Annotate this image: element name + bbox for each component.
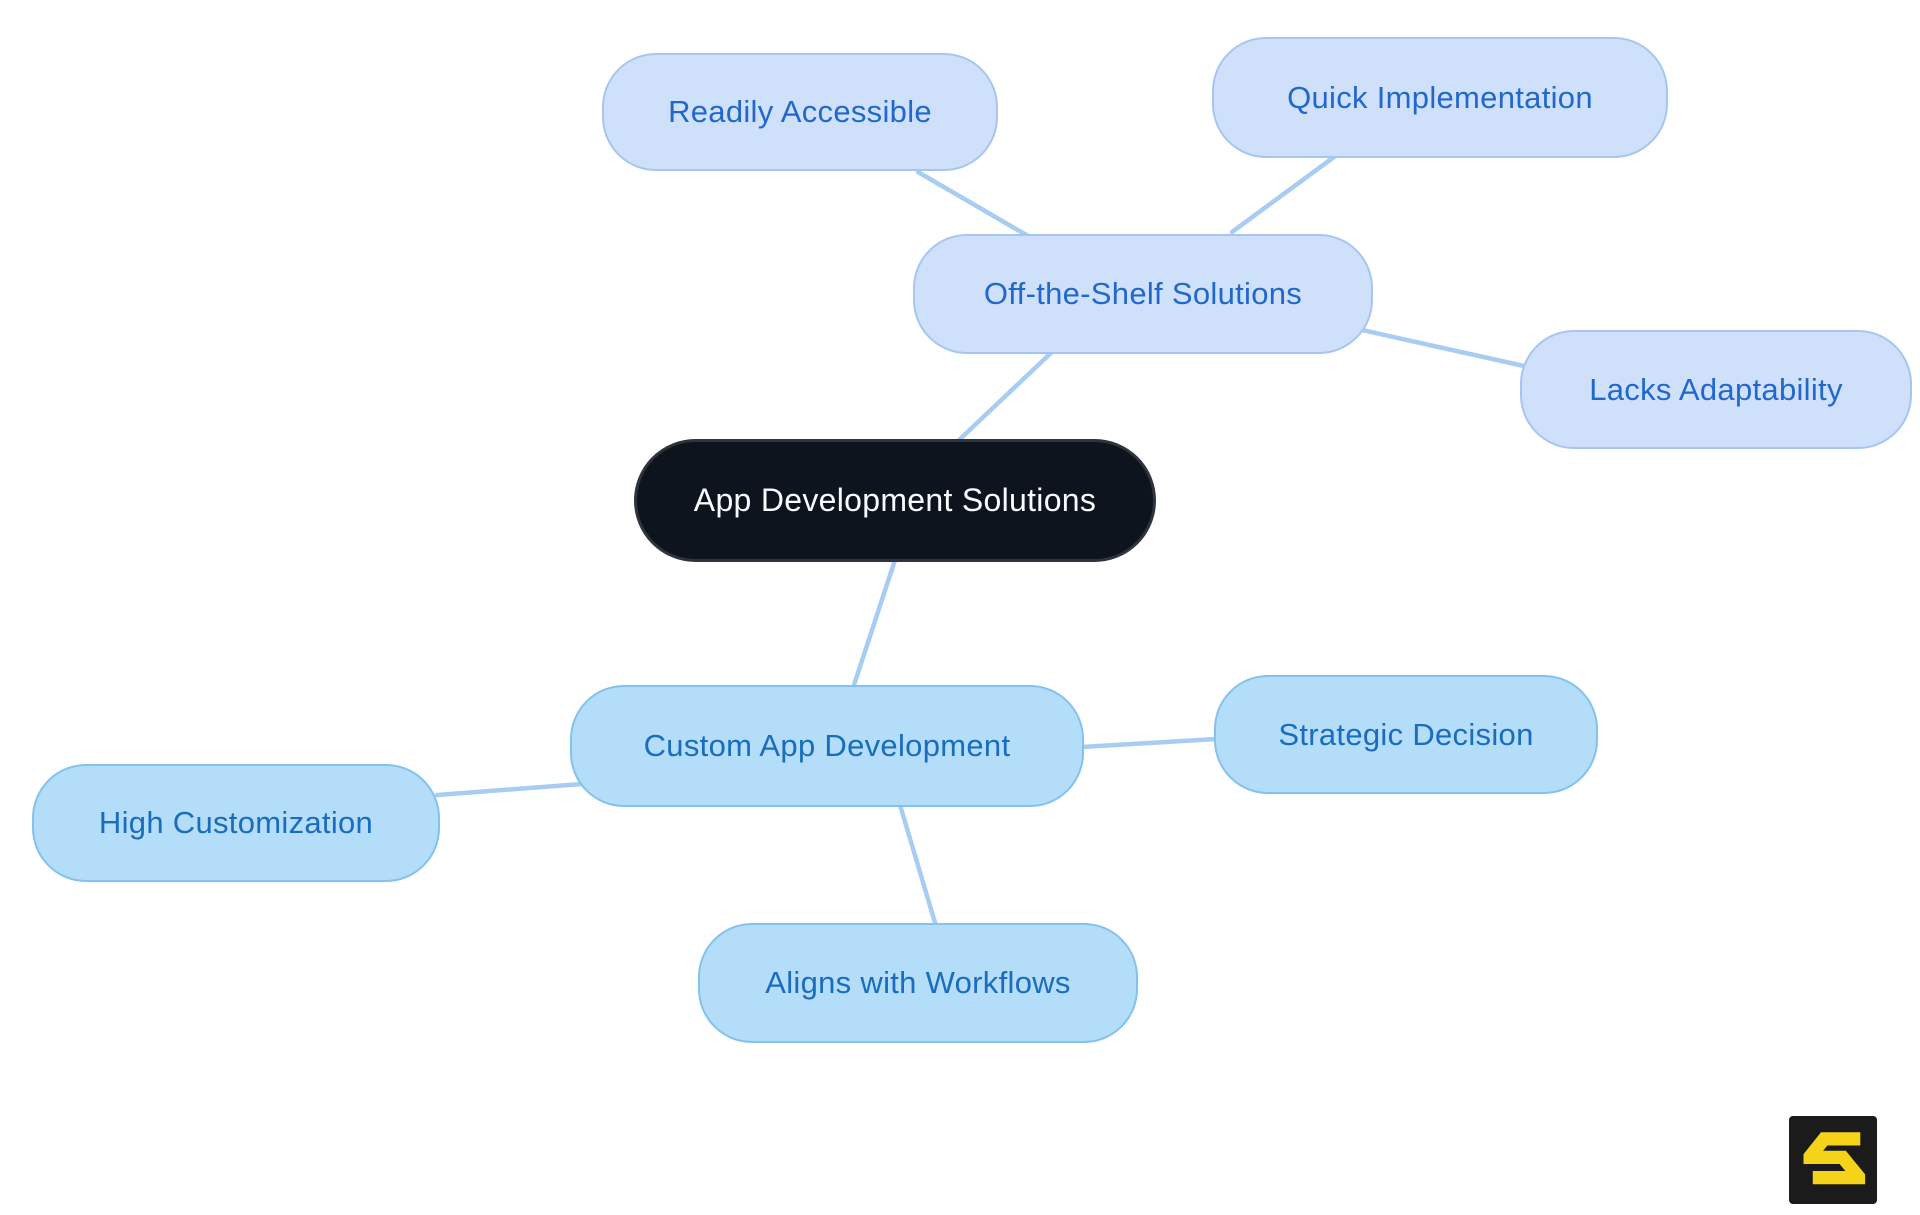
node-lacks-adaptability: Lacks Adaptability — [1520, 330, 1912, 449]
node-label: Strategic Decision — [1278, 716, 1534, 752]
edge-readily-to-offshelf — [915, 169, 1031, 239]
node-readily-accessible: Readily Accessible — [602, 53, 998, 171]
s-logo-icon — [1803, 1132, 1866, 1185]
node-label: Aligns with Workflows — [765, 965, 1071, 1000]
node-aligns-with-workflows: Aligns with Workflows — [698, 923, 1138, 1043]
edge-custom-to-high — [434, 781, 585, 798]
node-label: App Development Solutions — [693, 482, 1097, 518]
node-label: Quick Implementation — [1287, 79, 1593, 115]
node-label: High Customization — [98, 805, 374, 840]
node-app-development-solutions: App Development Solutions — [634, 439, 1156, 562]
node-strategic-decision: Strategic Decision — [1214, 675, 1598, 794]
node-custom-app-development: Custom App Development — [570, 685, 1084, 807]
node-quick-implementation: Quick Implementation — [1212, 37, 1668, 158]
edge-custom-to-strategic — [1079, 736, 1219, 750]
node-off-the-shelf-solutions: Off-the-Shelf Solutions — [913, 234, 1373, 354]
node-label: Custom App Development — [643, 728, 1011, 763]
node-label: Readily Accessible — [668, 94, 932, 129]
brand-logo — [1789, 1116, 1877, 1204]
edge-quick-to-offshelf — [1229, 154, 1337, 235]
edge-custom-to-aligns — [897, 802, 939, 929]
edge-offshelf-to-root — [955, 349, 1055, 444]
node-label: Off-the-Shelf Solutions — [983, 276, 1303, 311]
edge-offshelf-to-lacks — [1359, 327, 1527, 369]
edge-root-to-custom — [850, 557, 898, 691]
node-high-customization: High Customization — [32, 764, 440, 882]
node-label: Lacks Adaptability — [1589, 371, 1843, 407]
